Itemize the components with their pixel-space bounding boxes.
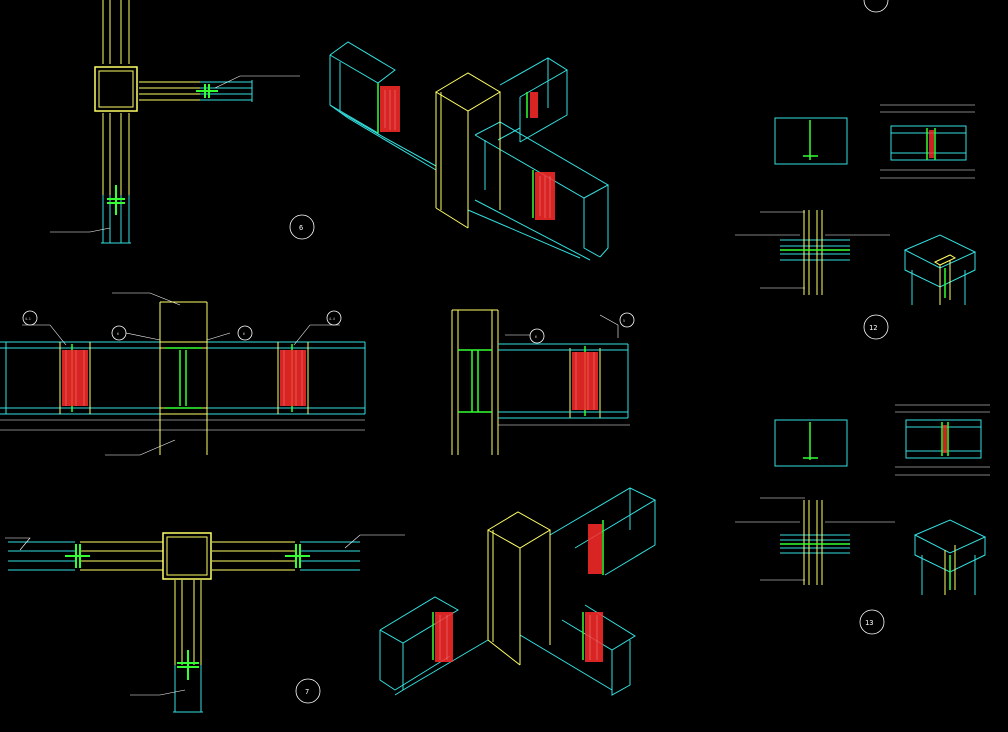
callout-4-4: 4-4 — [329, 317, 335, 321]
section-views-detail-13: 13 — [735, 404, 990, 635]
callout-6-left: 6 — [117, 332, 119, 336]
callout-5: 5 — [623, 319, 625, 323]
callout-6-right: 6 — [243, 332, 245, 336]
callout-6-center: 6 — [535, 335, 537, 339]
detail-number-13: 13 — [865, 619, 873, 627]
isometric-view-detail-7 — [379, 487, 657, 696]
isometric-view-detail-6 — [329, 41, 610, 261]
elevation-view-left: 4-1 4-4 6 6 — [0, 292, 366, 456]
section-views-detail-12: 12 — [735, 0, 977, 340]
elevation-view-right: 6 5 — [451, 309, 635, 455]
callout-4-1: 4-1 — [25, 317, 31, 321]
detail-number-6: 6 — [299, 224, 303, 232]
detail-number-12: 12 — [869, 324, 877, 332]
plan-view-detail-6: 6 — [50, 0, 315, 244]
plan-view-detail-7: 7 — [5, 532, 405, 713]
detail-number-7: 7 — [305, 688, 309, 696]
